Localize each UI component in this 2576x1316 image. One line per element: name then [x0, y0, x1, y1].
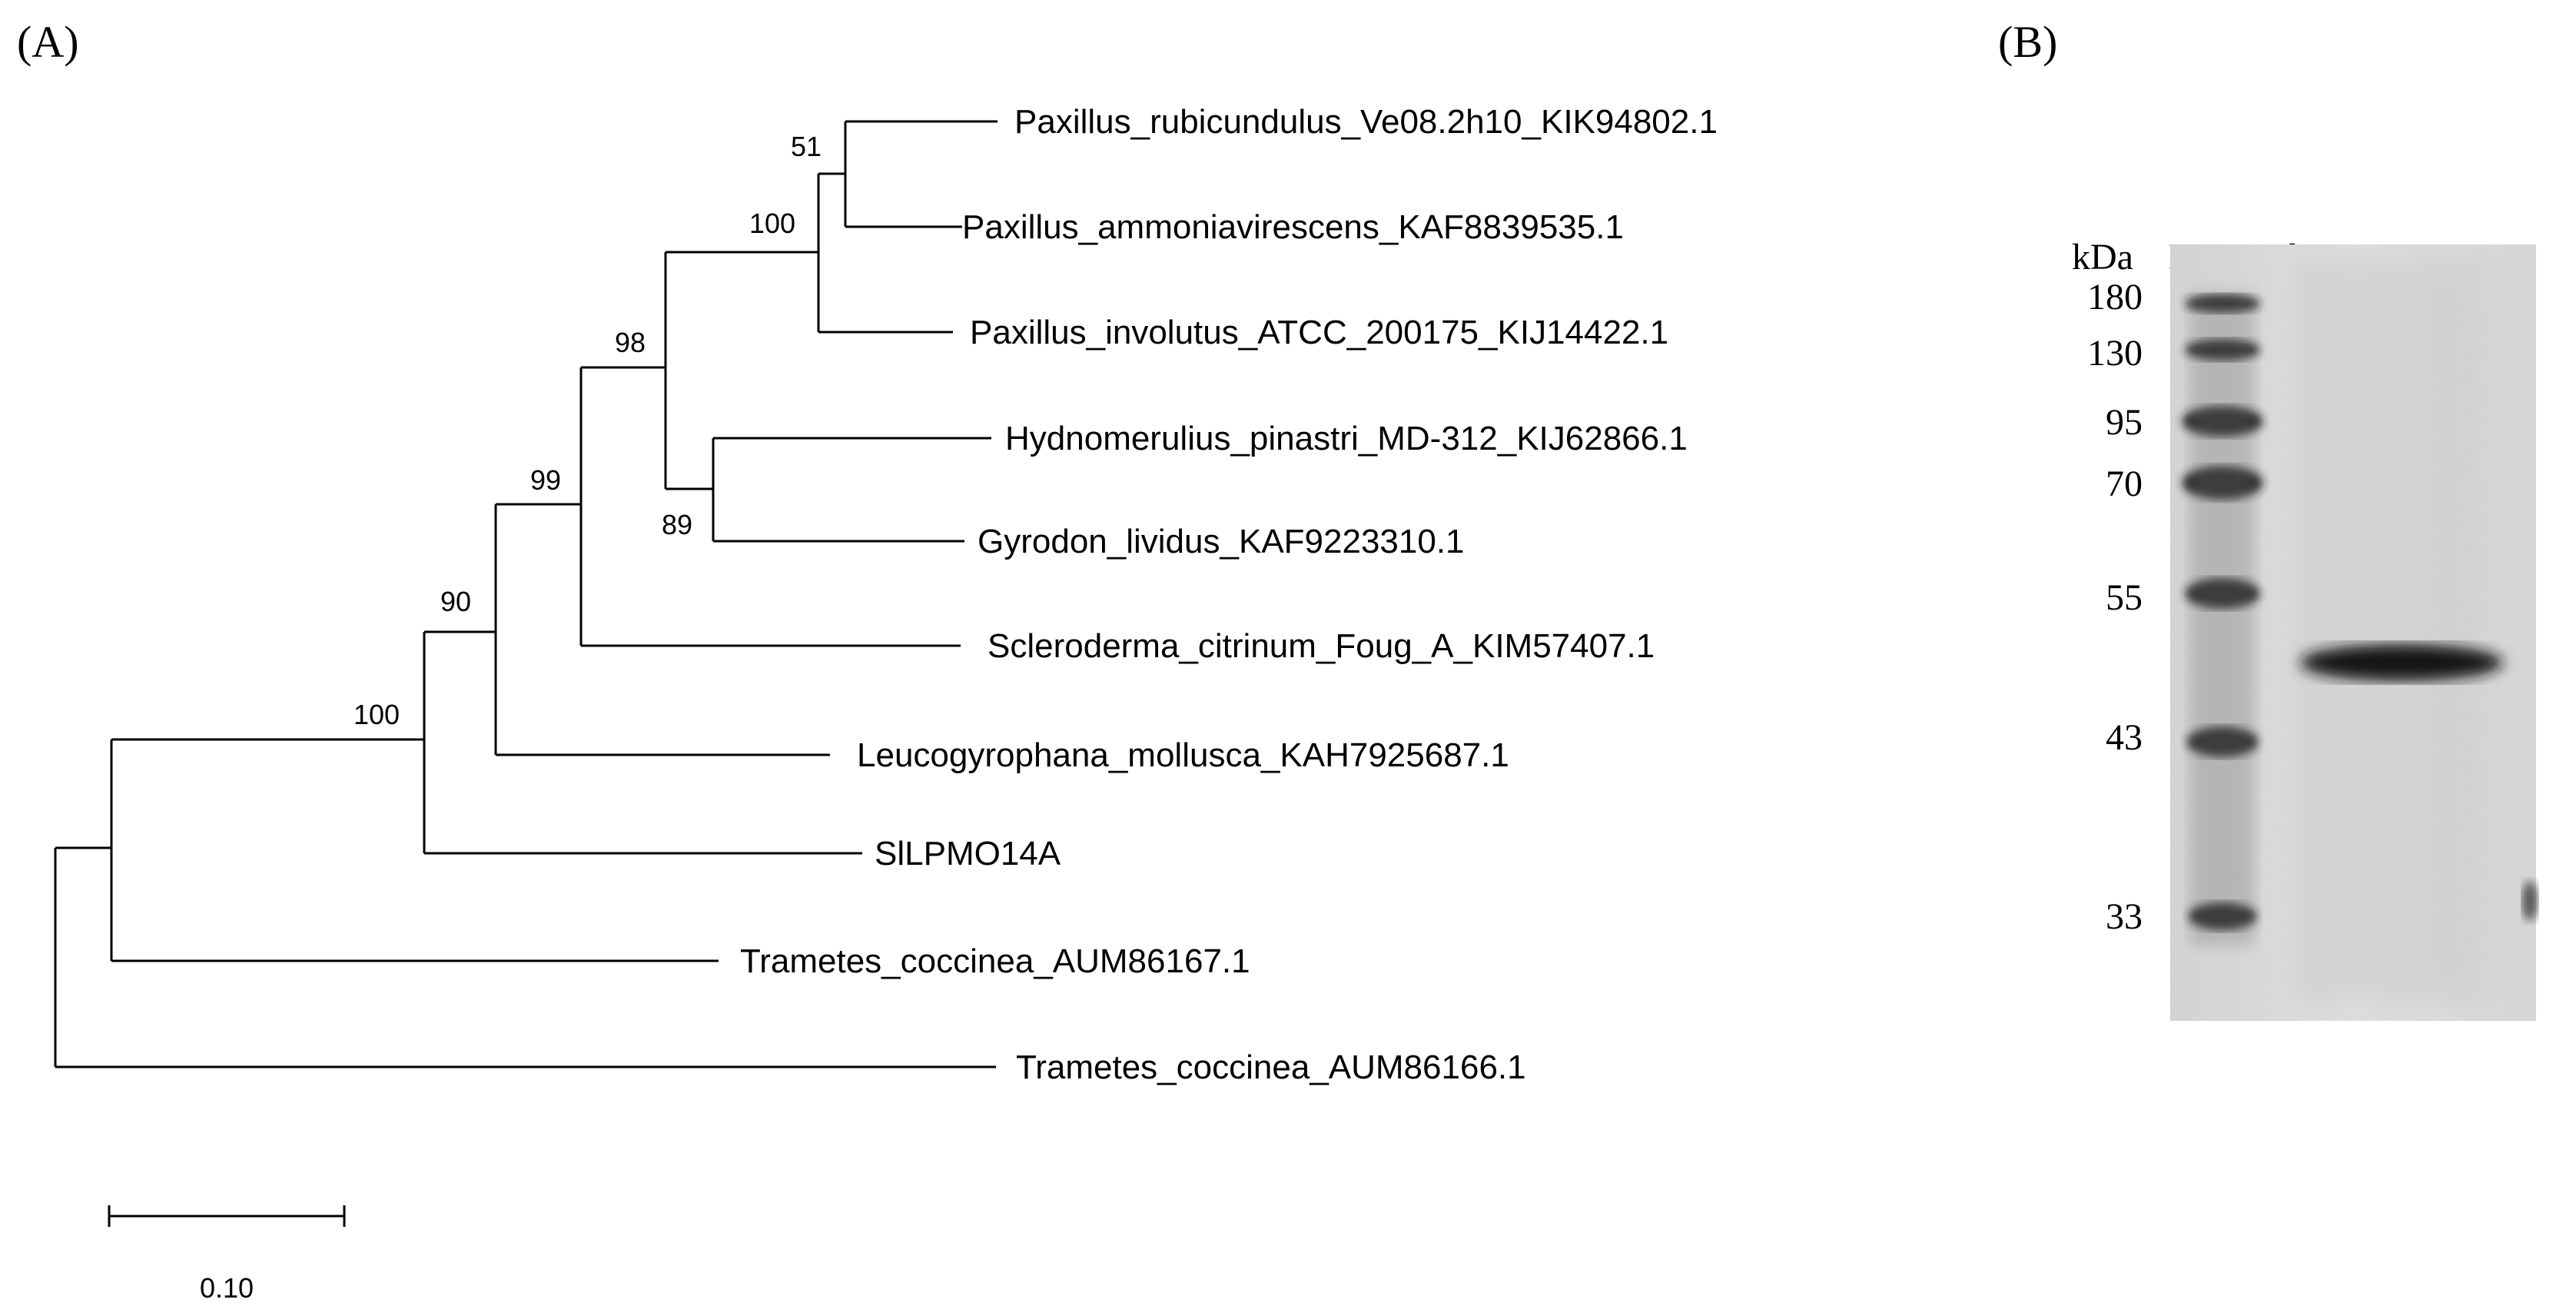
bootstrap-label: 51 — [791, 131, 822, 162]
panel-b: (B) kDa M SlLPMO14A 18 — [1998, 17, 2538, 1021]
taxon-label: SlLPMO14A — [875, 835, 1061, 872]
scale-bar: 0.10 — [108, 1205, 346, 1304]
marker-size-label: 95 — [2106, 402, 2143, 443]
marker-size-label: 33 — [2106, 896, 2143, 937]
bootstrap-label: 99 — [530, 464, 561, 496]
bootstrap-label: 90 — [440, 586, 471, 617]
bootstrap-label: 98 — [615, 327, 646, 358]
taxon-label: Scleroderma_citrinum_Foug_A_KIM57407.1 — [988, 627, 1655, 665]
panel-a-label: (A) — [17, 17, 79, 67]
marker-ladder — [2183, 292, 2262, 945]
panel-b-label: (B) — [1998, 17, 2057, 67]
tree-branches — [54, 120, 998, 1068]
bootstrap-values: 51 100 98 89 99 90 100 — [354, 131, 822, 730]
panel-a: (A) — [17, 17, 1718, 1304]
taxon-label: Paxillus_ammoniavirescens_KAF8839535.1 — [962, 208, 1624, 246]
bootstrap-label: 89 — [662, 509, 692, 540]
marker-size-label: 43 — [2106, 717, 2143, 758]
bootstrap-label: 100 — [354, 699, 400, 730]
taxon-label: Paxillus_rubicundulus_Ve08.2h10_KIK94802… — [1014, 103, 1718, 141]
scale-bar-label: 0.10 — [200, 1272, 254, 1304]
taxon-label: Paxillus_involutus_ATCC_200175_KIJ14422.… — [970, 314, 1668, 351]
taxon-label: Leucogyrophana_mollusca_KAH7925687.1 — [857, 736, 1509, 774]
protein-band — [2300, 644, 2503, 681]
taxon-label: Trametes_coccinea_AUM86166.1 — [1016, 1048, 1526, 1086]
marker-size-label: 180 — [2087, 277, 2143, 317]
kda-unit-label: kDa — [2072, 237, 2133, 277]
taxon-label: Hydnomerulius_pinastri_MD-312_KIJ62866.1 — [1005, 420, 1688, 457]
gel-image — [2170, 244, 2538, 1021]
marker-size-label: 70 — [2106, 464, 2143, 504]
bootstrap-label: 100 — [749, 208, 795, 239]
taxon-label: Gyrodon_lividus_KAF9223310.1 — [978, 523, 1465, 560]
marker-size-label: 55 — [2106, 577, 2143, 618]
marker-size-labels: 180 130 95 70 55 43 33 — [2087, 277, 2143, 937]
marker-size-label: 130 — [2087, 333, 2143, 374]
taxon-label: Trametes_coccinea_AUM86167.1 — [740, 942, 1250, 980]
taxon-labels: Paxillus_rubicundulus_Ve08.2h10_KIK94802… — [740, 103, 1718, 1086]
